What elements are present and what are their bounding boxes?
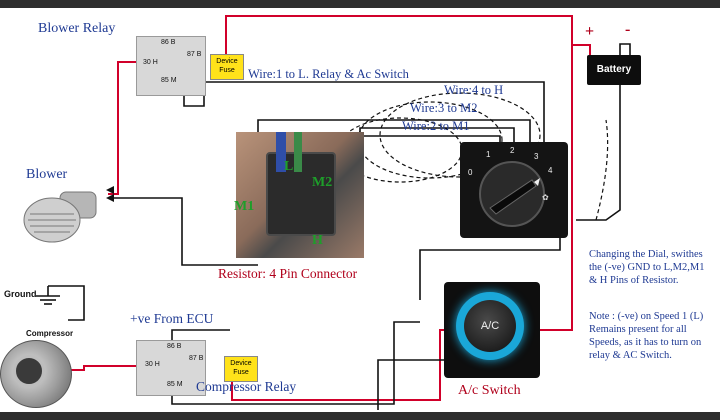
blower-relay-pin-85: 85 M: [161, 77, 177, 84]
compressor-relay-fuse: Device Fuse: [224, 356, 258, 382]
dial-note: Changing the Dial, swithes the (-ve) GND…: [589, 248, 717, 287]
compressor-relay-pin-87: 87 B: [189, 355, 204, 362]
power-wires: [70, 15, 591, 401]
blower-relay-pin-86: 86 B: [161, 39, 176, 46]
dial-face: ✿: [479, 161, 549, 227]
compressor: [0, 340, 72, 408]
blower-speed-dial[interactable]: ✿ 0 1 2 3 4: [460, 142, 568, 238]
battery: Battery: [587, 55, 641, 85]
compressor-relay-pin-30: 30 H: [145, 361, 160, 368]
blower-to-resistor-wire: [108, 197, 258, 266]
blower-relay-pin-87: 87 B: [187, 51, 202, 58]
battery-to-blower-fuse-wire: [225, 15, 591, 55]
dial-mark-3: 3: [534, 152, 539, 161]
resistor-label: Resistor: 4 Pin Connector: [218, 266, 358, 281]
blower-arrow-1: [106, 186, 114, 194]
ecu-label: +ve From ECU: [130, 311, 214, 326]
blower-icon: [23, 191, 97, 243]
ac-switch-button[interactable]: A/C: [464, 300, 516, 352]
ground-label: Ground: [4, 289, 37, 299]
pin-m1-label: M1: [234, 199, 255, 214]
blower-relay-to-blower-wire: [108, 61, 137, 195]
blower-relay[interactable]: 86 B 87 B 30 H 85 M: [136, 36, 206, 96]
speed-note-line-3: Speeds, as it has to turn on: [589, 337, 702, 348]
wire-1-label: Wire:1 to L. Relay & Ac Switch: [248, 67, 409, 81]
blower-relay-title: Blower Relay: [38, 21, 116, 36]
blower-relay-pin-30: 30 H: [143, 59, 158, 66]
compressor-relay-to-compressor-wire: [70, 365, 137, 371]
pin-h-label: H: [312, 233, 323, 248]
dial-mark-4: 4: [548, 166, 553, 175]
top-border: [0, 0, 720, 8]
svg-text:✿: ✿: [542, 193, 549, 202]
ground-to-compressor-wire: [48, 285, 85, 321]
wire-3-label: Wire:3 to M2: [410, 101, 478, 115]
wire-blue: [276, 132, 286, 172]
ac-switch-return-wire: [377, 330, 449, 410]
dial-note-line-3: & H Pins of Resistor.: [589, 275, 679, 286]
blower-motor: [20, 184, 104, 246]
battery-minus: -: [625, 21, 631, 38]
ac-switch-to-compressor-relay-wire: [171, 321, 420, 405]
battery-ground-wire: [576, 43, 631, 221]
compressor-clutch: [13, 355, 45, 387]
battery-callout: [595, 119, 609, 221]
blower-relay-fuse: Device Fuse: [210, 54, 244, 80]
dial-mark-1: 1: [486, 150, 491, 159]
ac-switch-ring: A/C: [456, 292, 524, 360]
blower-arrow-2: [106, 194, 114, 202]
dial-note-line-2: the (-ve) GND to L,M2,M1: [589, 262, 705, 273]
compressor-relay-title: Compressor Relay: [196, 379, 297, 394]
compressor-relay[interactable]: 86 B 87 B 30 H 85 M: [136, 340, 206, 396]
speed-note-line-1: Note : (-ve) on Speed 1 (L): [589, 311, 704, 322]
dial-note-line-1: Changing the Dial, swithes: [589, 249, 703, 260]
compressor-label: Compressor: [26, 329, 74, 338]
compressor-relay-pin-86: 86 B: [167, 343, 182, 350]
wire-2-label: Wire:2 to M1: [402, 119, 470, 133]
compressor-relay-pin-85: 85 M: [167, 381, 183, 388]
battery-to-compressor-fuse-wire: [231, 45, 573, 401]
dial-mark-0: 0: [468, 168, 473, 177]
speed-note-line-2: Remains present for all: [589, 324, 687, 335]
wire-green: [294, 132, 302, 172]
bottom-border: [0, 412, 720, 420]
speed-note-line-4: relay & AC Switch.: [589, 350, 672, 361]
blower-label: Blower: [26, 167, 68, 182]
ac-switch[interactable]: A/C: [444, 282, 540, 378]
speed-note: Note : (-ve) on Speed 1 (L) Remains pres…: [589, 310, 717, 362]
wire-4-label: Wire:4 to H: [444, 83, 504, 97]
pin-l-label: L: [284, 159, 294, 174]
ac-switch-label: A/c Switch: [458, 383, 521, 398]
dial-mark-2: 2: [510, 146, 515, 155]
resistor-connector-photo: [236, 132, 364, 258]
ecu-wire: [171, 329, 230, 340]
pin-m2-label: M2: [312, 175, 333, 190]
battery-plus: +: [585, 23, 595, 40]
